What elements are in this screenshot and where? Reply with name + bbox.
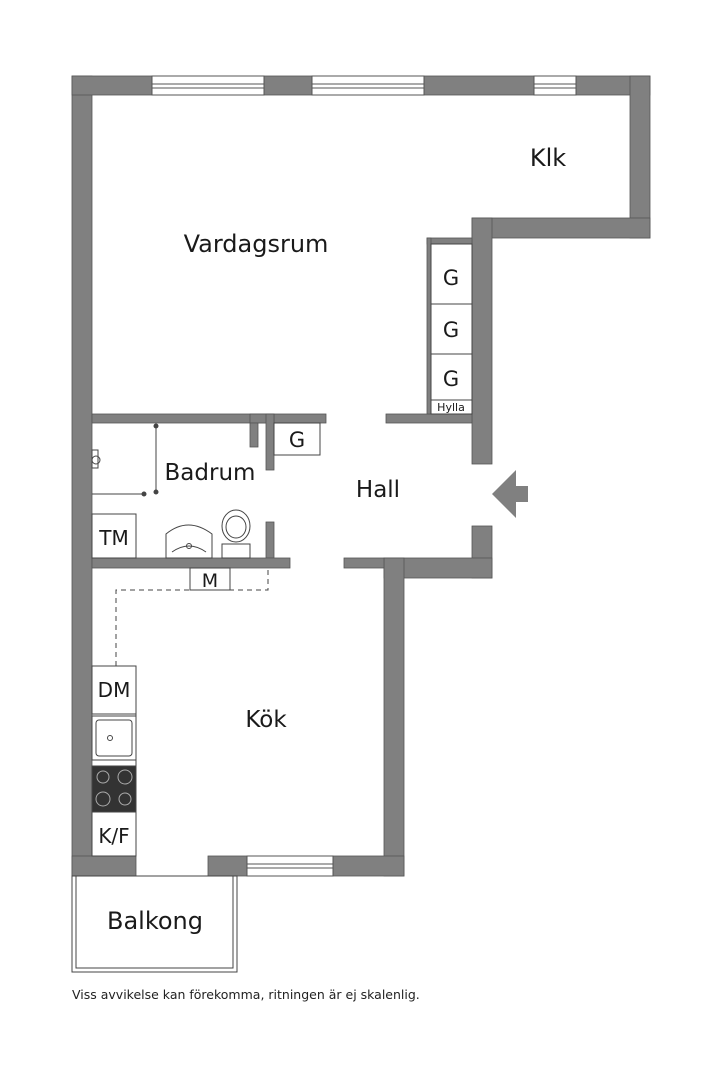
sink-icon: [165, 524, 213, 559]
room-label-klk: Klk: [530, 144, 566, 172]
wardrobe-label: G: [443, 367, 459, 391]
stove-icon: [91, 765, 137, 813]
walls: [71, 75, 651, 877]
windows: [151, 75, 577, 877]
kitchen-sink-icon: [91, 715, 137, 761]
kitchen-fixtures: [91, 567, 269, 857]
washing-machine-label: TM: [98, 526, 128, 550]
entrance-arrow-icon: [492, 470, 528, 518]
balcony: [71, 875, 238, 973]
room-label-hall: Hall: [356, 477, 400, 503]
fridge-freezer-label: K/F: [98, 824, 129, 848]
disclaimer-text: Viss avvikelse kan förekomma, ritningen …: [72, 987, 420, 1002]
shower-head-icon: [91, 449, 101, 469]
dishwasher-label: DM: [98, 678, 131, 702]
wardrobe-label: G: [289, 428, 305, 452]
room-label-kok: Kök: [245, 707, 287, 733]
wardrobe-units: [273, 243, 473, 456]
bathroom-fixtures: [91, 423, 251, 559]
shelf-label: Hylla: [437, 401, 465, 414]
wardrobe-label: G: [443, 318, 459, 342]
room-label-vardagsrum: Vardagsrum: [184, 230, 329, 258]
toilet-icon: [221, 509, 251, 559]
room-label-balkong: Balkong: [107, 907, 203, 935]
wardrobe-label: G: [443, 266, 459, 290]
microwave-label: M: [202, 570, 218, 592]
room-label-badrum: Badrum: [165, 460, 256, 486]
